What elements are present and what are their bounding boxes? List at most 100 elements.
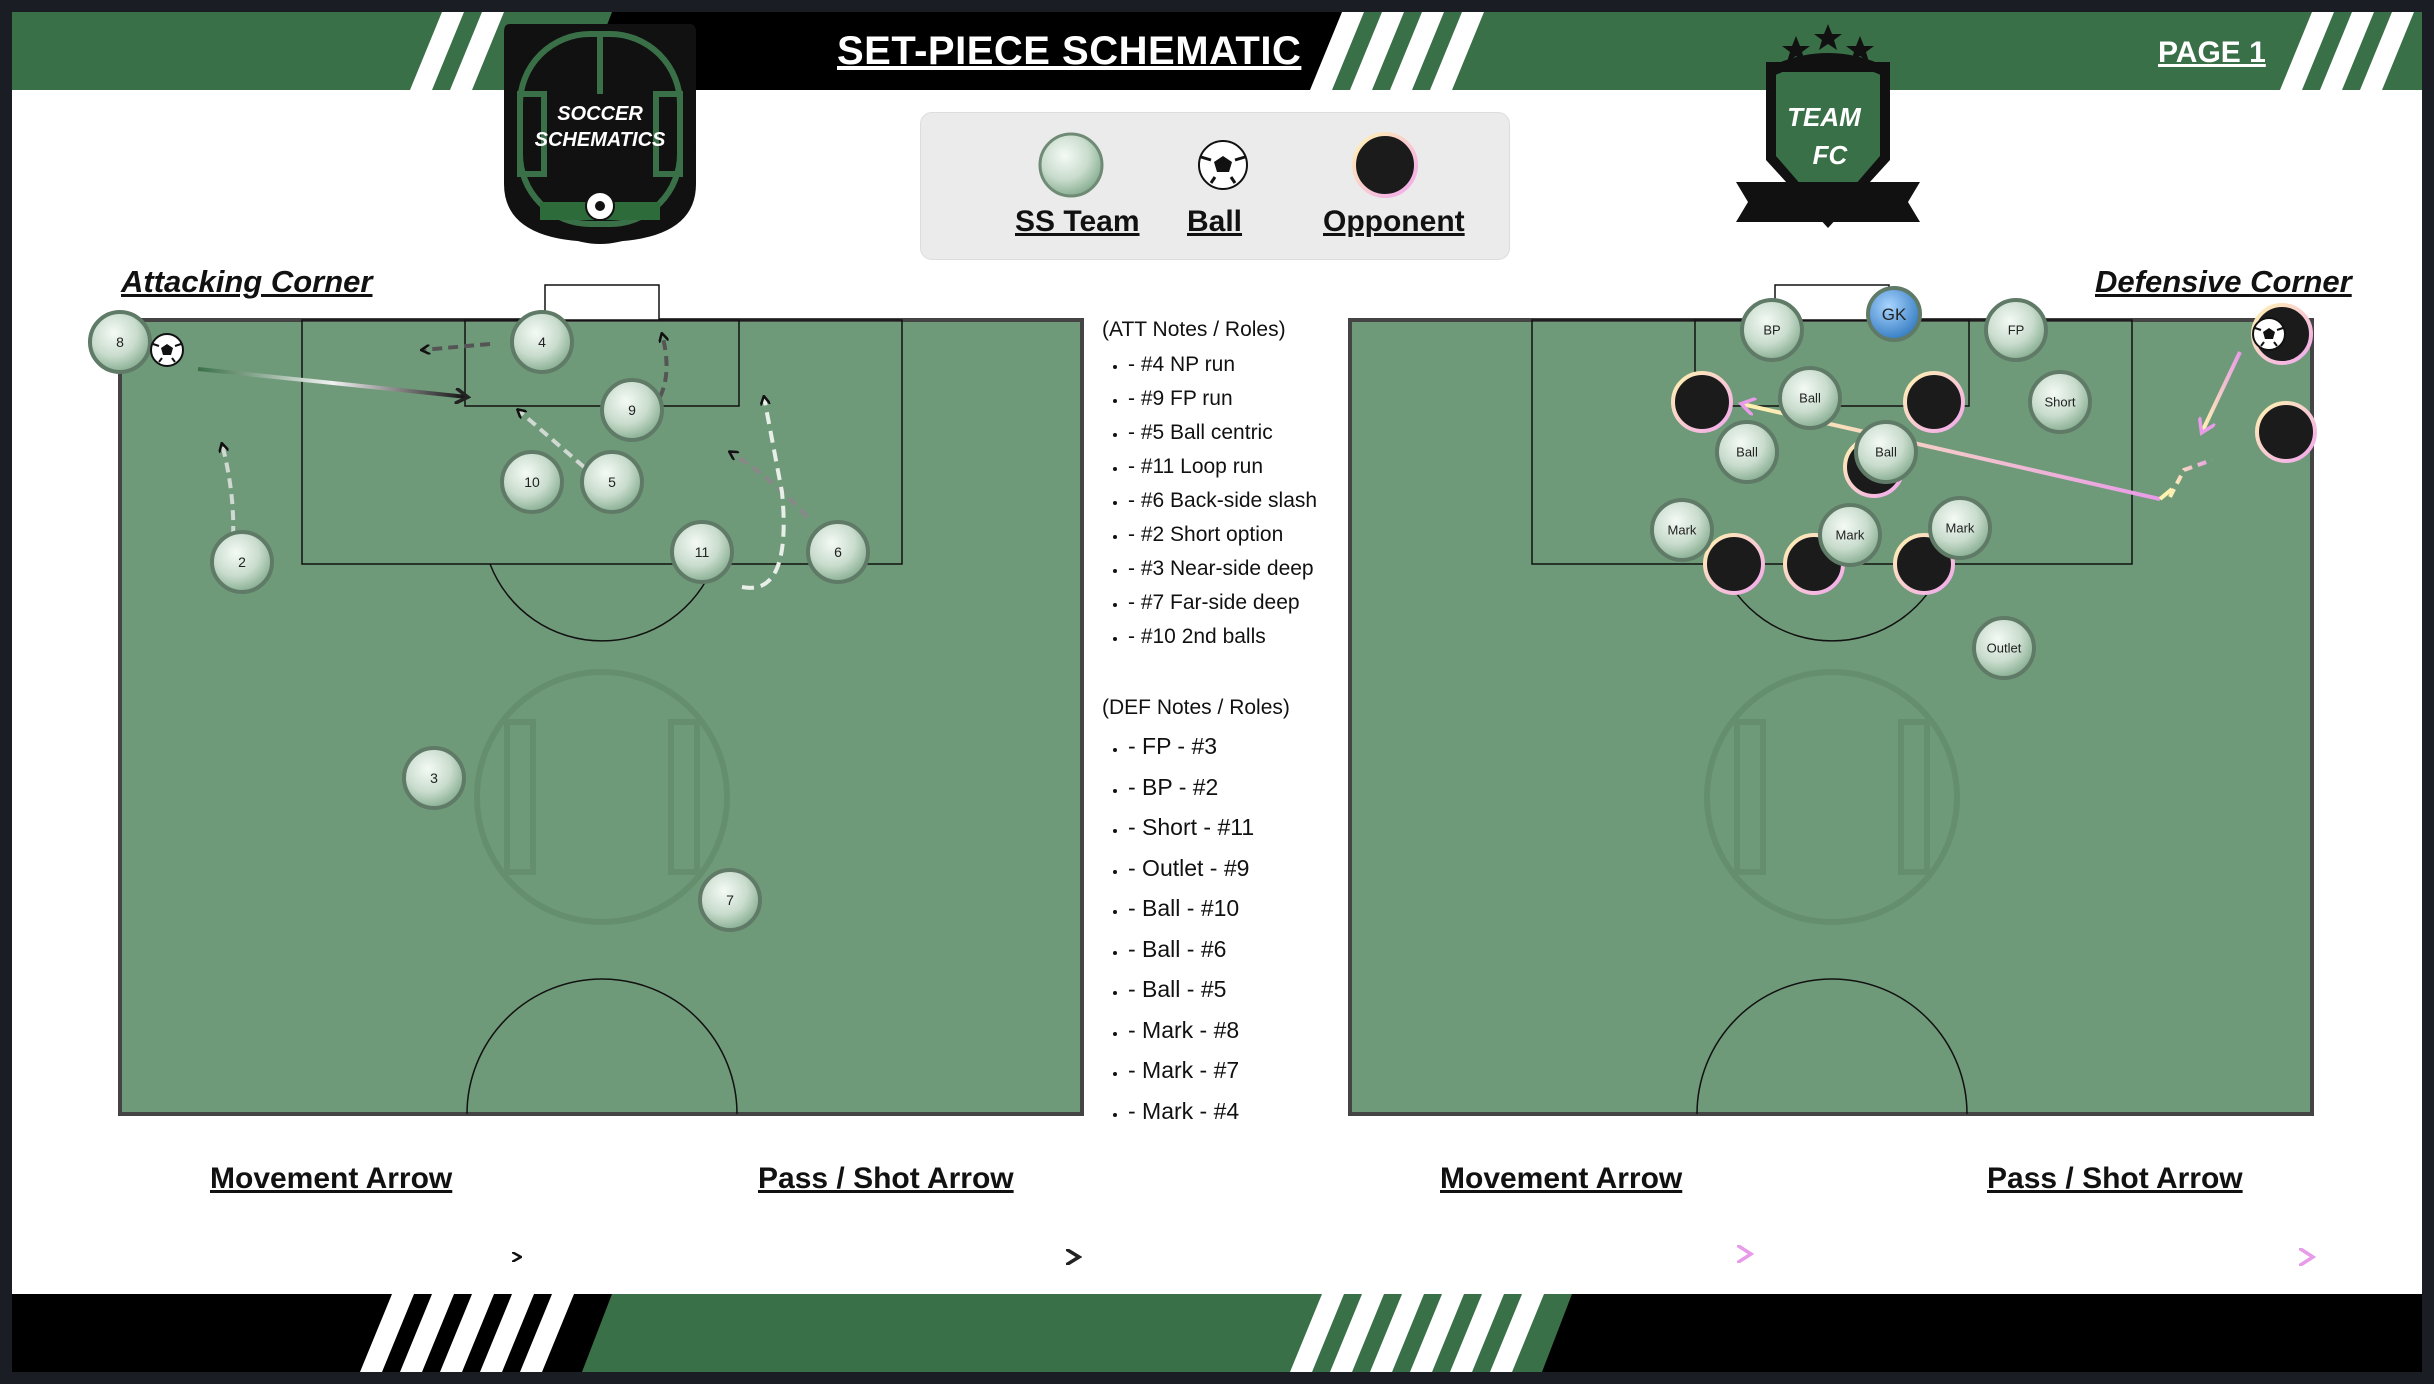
svg-text:TEAM: TEAM xyxy=(1787,102,1862,132)
note-item: - Outlet - #9 xyxy=(1128,848,1290,889)
def-notes-heading: (DEF Notes / Roles) xyxy=(1102,696,1290,719)
team-fc-crest: TEAM FC xyxy=(1736,24,1920,228)
legend: SS Team Ball Opponent xyxy=(920,112,1510,260)
opponent-token-icon xyxy=(1352,132,1418,198)
defensive-player-token: FP xyxy=(1984,298,2048,362)
defensive-player-token: Ball xyxy=(1778,366,1842,430)
attacking-players: 8 4 9 10 5 11 6 2 3 7 xyxy=(88,310,870,932)
note-item: - #6 Back-side slash xyxy=(1128,484,1317,518)
attacking-player-token: 3 xyxy=(402,746,466,810)
note-item: - BP - #2 xyxy=(1128,767,1290,808)
attacking-player-token: 7 xyxy=(698,868,762,932)
attacking-player-token: 4 xyxy=(510,310,574,374)
schematic-graphics: SOCCER SCHEMATICS TEAM FC xyxy=(12,12,2422,1372)
player-label: Ball xyxy=(1875,445,1897,460)
ball-icon-defensive xyxy=(2252,317,2286,351)
note-item: - Ball - #10 xyxy=(1128,888,1290,929)
player-label: GK xyxy=(1882,305,1907,324)
ball-icon xyxy=(1198,140,1248,190)
opponent-token xyxy=(1671,371,1733,433)
attacking-player-token: 9 xyxy=(600,378,664,442)
note-item: - #5 Ball centric xyxy=(1128,416,1317,450)
att-notes-heading: (ATT Notes / Roles) xyxy=(1102,318,1286,341)
note-item: - #2 Short option xyxy=(1128,518,1317,552)
page-title: SET-PIECE SCHEMATIC xyxy=(837,29,1302,73)
note-item: - #4 NP run xyxy=(1128,348,1317,382)
player-label: Ball xyxy=(1736,445,1758,460)
note-item: - FP - #3 xyxy=(1128,726,1290,767)
team-token-icon xyxy=(1038,132,1104,198)
defensive-player-token: Short xyxy=(2028,370,2092,434)
note-item: - Short - #11 xyxy=(1128,807,1290,848)
ball-icon-attacking xyxy=(150,333,184,367)
player-label: 5 xyxy=(608,474,616,490)
player-label: 2 xyxy=(238,554,246,570)
def-movement-arrow-label: Movement Arrow xyxy=(1440,1162,1683,1195)
player-label: Outlet xyxy=(1987,641,2022,656)
player-label: BP xyxy=(1763,323,1780,338)
attacking-player-token: 2 xyxy=(210,530,274,594)
attacking-player-token: 5 xyxy=(580,450,644,514)
att-notes-list: - #4 NP run- #9 FP run- #5 Ball centric-… xyxy=(1102,348,1317,654)
note-item: - Ball - #6 xyxy=(1128,929,1290,970)
player-label: 3 xyxy=(430,770,438,786)
defensive-pitch xyxy=(1348,284,2314,1116)
attacking-player-token: 8 xyxy=(88,310,152,374)
opponent-token xyxy=(2255,401,2317,463)
goalkeeper-token: GK xyxy=(1866,286,1922,342)
schematic-page: SOCCER SCHEMATICS TEAM FC xyxy=(12,12,2422,1372)
legend-team-label: SS Team xyxy=(1015,205,1140,238)
legend-opponent-label: Opponent xyxy=(1323,205,1465,238)
defensive-player-token: BP xyxy=(1740,298,1804,362)
svg-text:SOCCER: SOCCER xyxy=(557,103,643,125)
defensive-player-token: Mark xyxy=(1650,498,1714,562)
attacking-player-token: 11 xyxy=(670,520,734,584)
legend-ball-label: Ball xyxy=(1187,205,1243,238)
def-notes-list: - FP - #3- BP - #2- Short - #11- Outlet … xyxy=(1102,726,1290,1131)
corner-pass-arrow xyxy=(197,367,467,397)
note-item: - Mark - #4 xyxy=(1128,1091,1290,1132)
att-pass-arrow-label: Pass / Shot Arrow xyxy=(758,1162,1014,1195)
note-item: - #10 2nd balls xyxy=(1128,620,1317,654)
defensive-player-token: Ball xyxy=(1854,420,1918,484)
page-number-label: PAGE 1 xyxy=(2158,36,2266,69)
attacking-arrows xyxy=(197,334,809,590)
defensive-player-token: Mark xyxy=(1818,503,1882,567)
defensive-corner-title: Defensive Corner xyxy=(2095,264,2352,299)
player-label: Mark xyxy=(1668,523,1697,538)
note-item: - Ball - #5 xyxy=(1128,969,1290,1010)
attacking-player-token: 6 xyxy=(806,520,870,584)
player-label: 8 xyxy=(116,334,124,350)
def-pass-arrow-label: Pass / Shot Arrow xyxy=(1987,1162,2243,1195)
note-item: - #7 Far-side deep xyxy=(1128,586,1317,620)
player-label: 6 xyxy=(834,544,842,560)
defensive-notes: (DEF Notes / Roles) - FP - #3- BP - #2- … xyxy=(1102,696,1290,1131)
player-label: Mark xyxy=(1946,521,1975,536)
note-item: - #11 Loop run xyxy=(1128,450,1317,484)
defensive-player-token: Ball xyxy=(1715,420,1779,484)
note-item: - #9 FP run xyxy=(1128,382,1317,416)
soccer-schematics-logo: SOCCER SCHEMATICS xyxy=(504,24,696,244)
player-label: 11 xyxy=(695,544,710,560)
opponent-token xyxy=(1703,533,1765,595)
player-label: FP xyxy=(2008,323,2025,338)
attacking-player-token: 10 xyxy=(500,450,564,514)
defensive-player-token: Mark xyxy=(1928,496,1992,560)
player-label: Ball xyxy=(1799,391,1821,406)
attacking-notes: (ATT Notes / Roles) - #4 NP run- #9 FP r… xyxy=(1102,318,1317,654)
defensive-player-token: Outlet xyxy=(1972,616,2036,680)
note-item: - Mark - #8 xyxy=(1128,1010,1290,1051)
svg-text:FC: FC xyxy=(1813,140,1849,170)
player-label: 7 xyxy=(726,892,734,908)
player-label: Short xyxy=(2044,395,2075,410)
note-item: - Mark - #7 xyxy=(1128,1050,1290,1091)
player-label: Mark xyxy=(1836,528,1865,543)
player-label: 9 xyxy=(628,402,636,418)
svg-text:SCHEMATICS: SCHEMATICS xyxy=(535,129,666,151)
legend-icons xyxy=(1038,132,1418,198)
player-label: 10 xyxy=(524,474,540,490)
note-item: - #3 Near-side deep xyxy=(1128,552,1317,586)
att-movement-arrow-label: Movement Arrow xyxy=(210,1162,453,1195)
player-label: 4 xyxy=(538,334,546,350)
attacking-corner-title: Attacking Corner xyxy=(121,264,373,299)
